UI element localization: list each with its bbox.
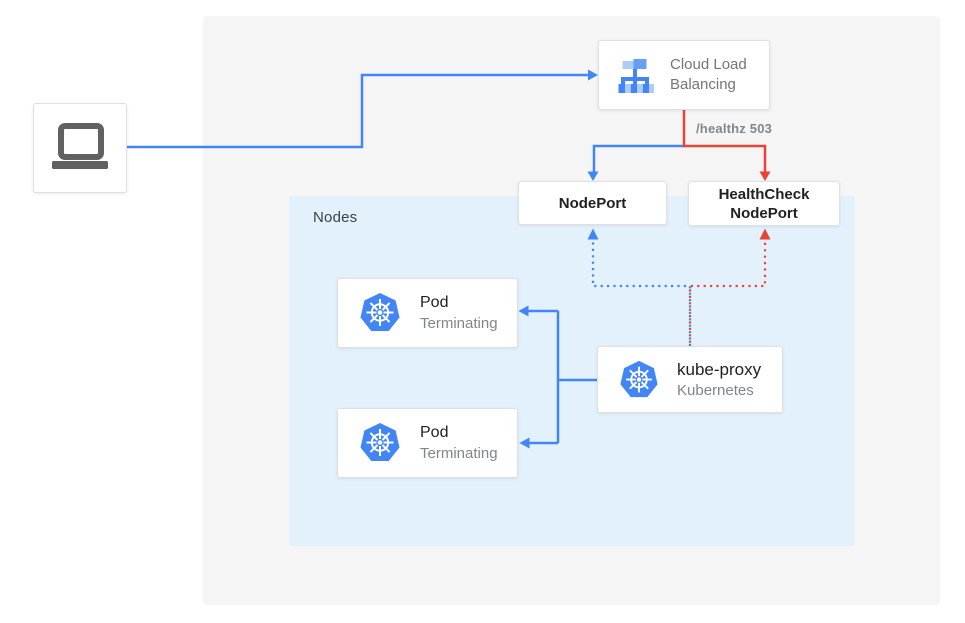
nodes-label: Nodes xyxy=(313,209,358,226)
cloud-load-balancing-node: Cloud Load Balancing xyxy=(598,40,770,110)
nodeport-label: NodePort xyxy=(558,194,627,212)
laptop-icon xyxy=(47,121,113,175)
healthcheck-label-line1: HealthCheck xyxy=(718,185,810,203)
clb-label-line1: Cloud Load xyxy=(670,56,747,73)
kubernetes-icon xyxy=(358,291,402,335)
pod-terminating-node-1: Pod Terminating xyxy=(337,278,518,348)
kube-proxy-node: kube-proxy Kubernetes xyxy=(597,346,783,413)
kubernetes-icon xyxy=(618,359,660,401)
kube-proxy-subtitle: Kubernetes xyxy=(677,381,754,399)
healthz-503-label: /healthz 503 xyxy=(696,121,773,136)
pod2-title: Pod xyxy=(420,424,449,441)
healthcheck-label-line2: NodePort xyxy=(730,204,798,222)
healthcheck-nodeport-node: HealthCheck NodePort xyxy=(688,181,840,226)
pod1-title: Pod xyxy=(420,294,449,311)
pod1-status: Terminating xyxy=(420,315,498,332)
client-node xyxy=(33,103,127,193)
kubernetes-icon xyxy=(358,421,402,465)
clb-label-line2: Balancing xyxy=(670,76,736,93)
pod-terminating-node-2: Pod Terminating xyxy=(337,408,518,478)
kube-proxy-title: kube-proxy xyxy=(677,359,762,379)
pod2-status: Terminating xyxy=(420,445,498,462)
nodeport-node: NodePort xyxy=(518,181,667,225)
load-balancer-icon xyxy=(615,55,655,95)
